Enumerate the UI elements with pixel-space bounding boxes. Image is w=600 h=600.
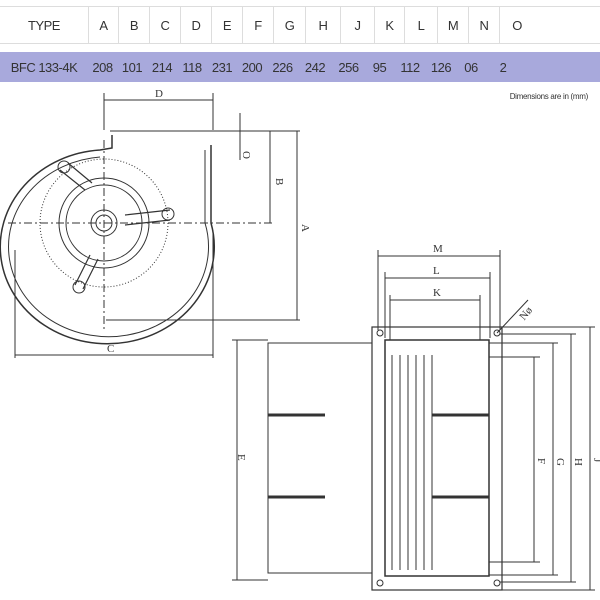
headers-cell: J	[341, 7, 375, 43]
row-cell: 2	[499, 59, 507, 75]
row-cell: 214	[151, 59, 173, 75]
row-cell: BFC 133-4K	[10, 59, 78, 75]
side-view: M L K Nø E F G H J	[232, 243, 600, 591]
row-cell: 226	[272, 59, 293, 75]
headers-cell: C	[150, 7, 181, 43]
headers-cell: O	[512, 17, 522, 33]
row-cell: 06	[464, 59, 478, 75]
table-data-row: BFC 133-4K 208 101 214 118 231 200 226 242 256 95 1…	[0, 52, 600, 82]
headers-cell: N	[469, 7, 500, 43]
dim-label-f: F	[535, 458, 547, 464]
dim-label-c: C	[107, 343, 114, 355]
headers-cell: H	[306, 7, 341, 43]
dim-label-h: H	[572, 458, 584, 466]
row-cell: 231	[211, 59, 233, 75]
dim-label-j: J	[591, 458, 600, 463]
row-cell: 200	[241, 59, 263, 75]
headers-cell: A	[89, 7, 119, 43]
headers-cell: D	[181, 7, 212, 43]
dim-label-l: L	[433, 265, 440, 277]
headers-cell: G	[274, 7, 306, 43]
headers-cell: M	[438, 7, 469, 43]
dim-label-k: K	[433, 287, 441, 299]
front-view: D O B A C	[0, 88, 311, 358]
units-note: Dimensions are in (mm)	[509, 92, 589, 101]
dim-label-n: Nø	[517, 304, 535, 322]
row-cell: 208	[92, 59, 113, 75]
headers-cell: F	[243, 7, 274, 43]
row-cell: 126	[430, 59, 452, 75]
row-cell: 101	[121, 59, 143, 75]
row-cell: 112	[400, 59, 420, 75]
dim-label-d: D	[155, 88, 163, 100]
dim-label-e: E	[235, 454, 247, 461]
row-cell: 242	[304, 59, 326, 75]
row-cell: 118	[182, 59, 202, 75]
row-cell: 95	[372, 59, 387, 75]
dim-label-g: G	[554, 458, 566, 466]
headers-cell: TYPE	[0, 7, 89, 43]
dim-label-m: M	[433, 243, 443, 255]
dim-label-o: O	[240, 151, 252, 159]
dim-label-a: A	[299, 224, 311, 232]
dim-label-b: B	[273, 178, 285, 185]
headers-cell: E	[212, 7, 243, 43]
headers-cell: B	[119, 7, 150, 43]
row-cell: 256	[338, 59, 359, 75]
headers-cell: K	[375, 7, 405, 43]
headers-cell: L	[405, 7, 438, 43]
